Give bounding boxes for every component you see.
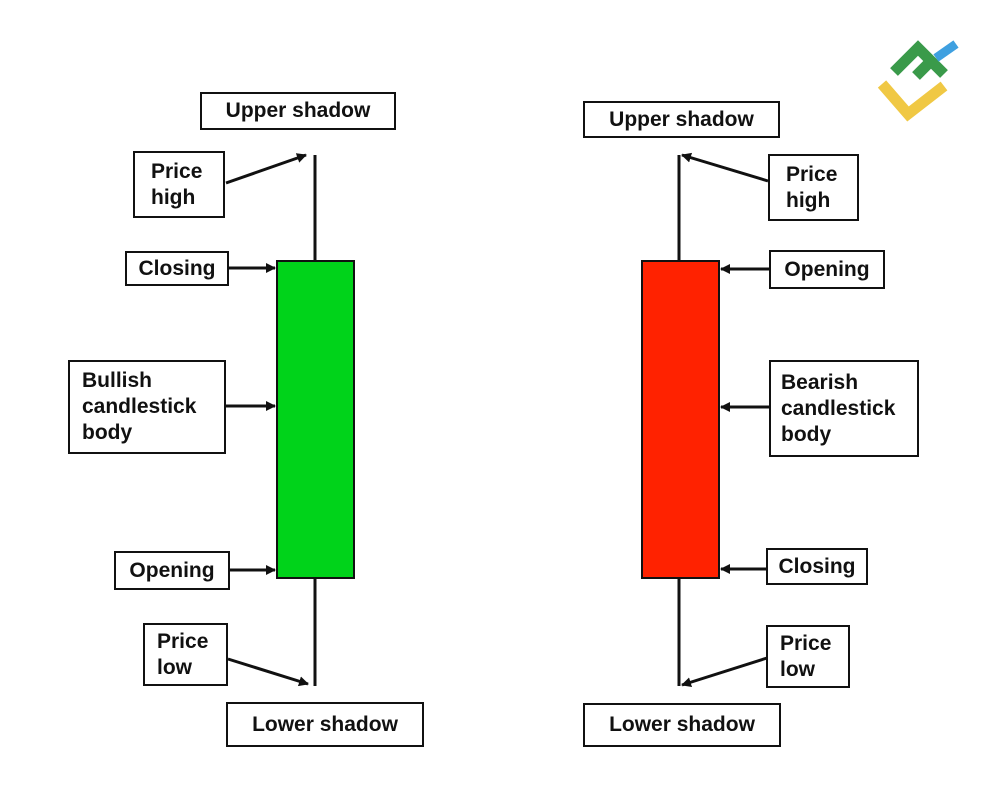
label-opening-bearish: Opening xyxy=(769,250,885,289)
label-body-bullish: Bullish candlestick body xyxy=(68,360,226,454)
label-opening-bullish: Opening xyxy=(114,551,230,590)
label-price-low-bullish: Price low xyxy=(143,623,228,686)
label-closing-bearish: Closing xyxy=(766,548,868,585)
arrow-price-low-bearish xyxy=(681,656,768,688)
label-lower-shadow-bullish: Lower shadow xyxy=(226,702,424,747)
label-upper-shadow-bearish: Upper shadow xyxy=(583,101,780,138)
label-lower-shadow-bearish: Lower shadow xyxy=(583,703,781,747)
arrow-price-high-bullish xyxy=(225,153,307,185)
bullish-arrows xyxy=(225,153,309,687)
bearish-candle xyxy=(641,155,720,686)
bearish-candle-body xyxy=(641,260,720,579)
label-price-low-bearish: Price low xyxy=(766,625,850,688)
brand-logo-icon xyxy=(877,40,959,122)
bearish-arrows xyxy=(681,152,770,688)
label-body-bearish: Bearish candlestick body xyxy=(769,360,919,457)
label-price-high-bullish: Price high xyxy=(133,151,225,218)
label-upper-shadow-bullish: Upper shadow xyxy=(200,92,396,130)
arrow-price-low-bullish xyxy=(227,657,309,687)
arrow-price-high-bearish xyxy=(681,152,769,183)
label-closing-bullish: Closing xyxy=(125,251,229,286)
bullish-candle-body xyxy=(276,260,355,579)
bullish-candle xyxy=(276,155,355,686)
label-price-high-bearish: Price high xyxy=(768,154,859,221)
